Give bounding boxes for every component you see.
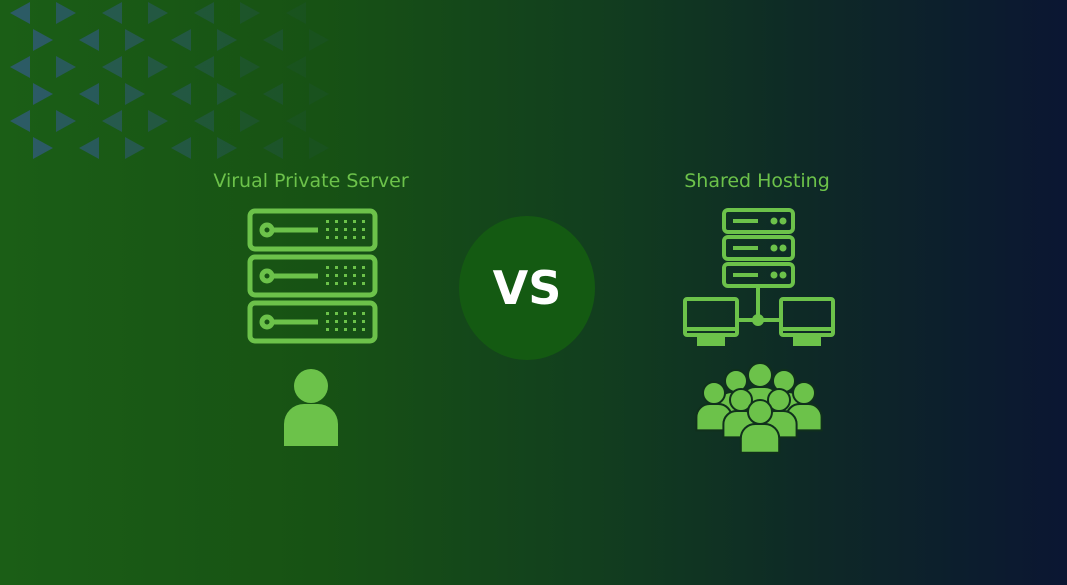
triangle-shape — [33, 83, 53, 105]
vps-server-icon — [247, 208, 378, 344]
triangle-shape — [33, 137, 53, 159]
triangle-shape — [148, 2, 168, 24]
triangle-shape — [171, 83, 191, 105]
triangle-shape — [33, 29, 53, 51]
triangle-shape — [102, 110, 122, 132]
triangle-shape — [56, 110, 76, 132]
single-user-icon — [284, 369, 338, 446]
triangle-shape — [125, 83, 145, 105]
triangle-shape — [309, 29, 329, 51]
triangle-shape — [217, 83, 237, 105]
server-unit — [247, 300, 378, 344]
triangle-shape — [263, 83, 283, 105]
triangle-shape — [309, 83, 329, 105]
monitor-icon — [683, 297, 835, 346]
triangle-shape — [240, 56, 260, 78]
triangle-shape — [148, 56, 168, 78]
vs-badge: VS — [459, 216, 595, 360]
triangle-shape — [171, 29, 191, 51]
shared-server-icon — [722, 208, 795, 326]
triangle-shape — [194, 110, 214, 132]
server-unit — [722, 208, 795, 234]
triangle-shape — [263, 29, 283, 51]
triangle-shape — [125, 137, 145, 159]
shared-hosting-title: Shared Hosting — [684, 170, 830, 192]
triangle-shape — [102, 56, 122, 78]
server-unit — [247, 208, 378, 252]
triangle-shape — [309, 137, 329, 159]
triangle-shape — [286, 56, 306, 78]
triangle-pattern-decoration — [10, 2, 329, 159]
triangle-shape — [56, 2, 76, 24]
person-head — [747, 399, 773, 425]
triangle-shape — [286, 110, 306, 132]
triangle-shape — [240, 110, 260, 132]
user-group-icon — [695, 362, 823, 454]
server-unit — [247, 254, 378, 298]
person-head — [702, 381, 726, 405]
triangle-shape — [79, 137, 99, 159]
triangle-shape — [263, 137, 283, 159]
server-unit — [722, 262, 795, 288]
person-head — [792, 381, 816, 405]
triangle-shape — [102, 2, 122, 24]
triangle-shape — [79, 83, 99, 105]
triangle-shape — [240, 2, 260, 24]
person-body — [739, 423, 781, 454]
triangle-shape — [56, 56, 76, 78]
triangle-shape — [194, 2, 214, 24]
triangle-shape — [10, 110, 30, 132]
triangle-shape — [217, 137, 237, 159]
person-head — [747, 362, 773, 388]
triangle-shape — [171, 137, 191, 159]
triangle-shape — [194, 56, 214, 78]
triangle-shape — [79, 29, 99, 51]
triangle-shape — [286, 2, 306, 24]
triangle-shape — [217, 29, 237, 51]
triangle-shape — [125, 29, 145, 51]
vps-title: Virual Private Server — [213, 170, 409, 192]
triangle-shape — [10, 2, 30, 24]
triangle-shape — [148, 110, 168, 132]
server-unit — [722, 235, 795, 261]
triangle-shape — [10, 56, 30, 78]
